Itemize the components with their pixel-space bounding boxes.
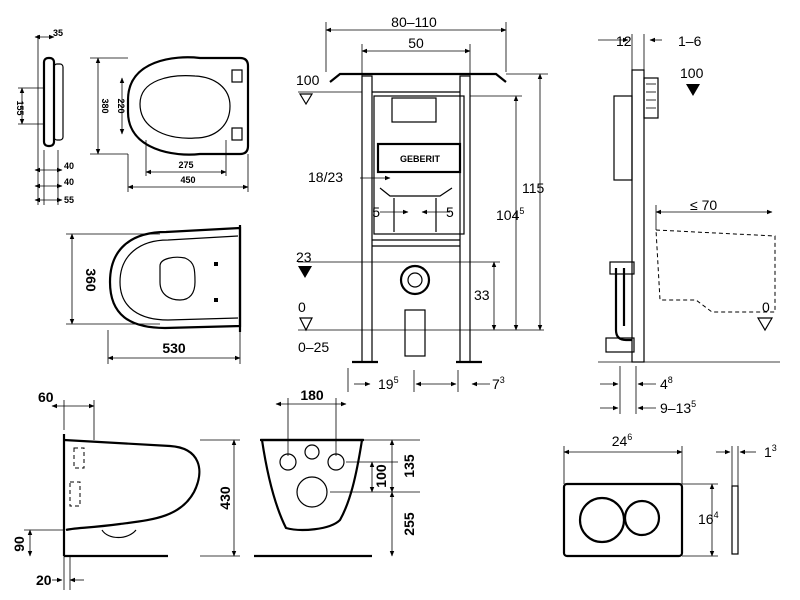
dim-seat-220: 220 [116, 98, 126, 113]
bowl-back-view: 180 100 135 255 [254, 387, 420, 558]
dim-frame-33: 33 [474, 287, 490, 303]
dim-side-4: 48 [660, 375, 673, 392]
dim-bowl-360: 360 [83, 268, 99, 292]
dim-seat-155: 155 [15, 100, 25, 115]
dim-seat-40b: 40 [64, 177, 74, 187]
dim-bowl-back-255: 255 [401, 512, 417, 536]
dim-bowl-back-180: 180 [300, 387, 324, 403]
dim-bowl-side-60: 60 [38, 389, 54, 405]
seat-top-view: 380 220 275 450 [90, 56, 250, 192]
dim-frame-18-23: 18/23 [308, 169, 343, 185]
dim-frame-5a: 5 [372, 204, 380, 220]
dim-frame-0-25: 0–25 [298, 339, 329, 355]
bowl-side-view: 60 430 90 20 [11, 389, 240, 590]
dim-frame-100: 100 [296, 72, 320, 88]
dim-seat-275: 275 [178, 160, 193, 170]
dim-bowl-back-100: 100 [373, 464, 389, 488]
dim-bowl-side-430: 430 [217, 486, 233, 510]
dim-seat-450: 450 [180, 175, 195, 185]
dim-plate-16: 164 [698, 510, 719, 527]
dim-seat-380: 380 [100, 98, 110, 113]
frame-side-view: 12 1–6 100 ≤ 70 0 48 9–135 [598, 33, 780, 416]
flush-plate-view: 246 164 13 [562, 432, 777, 558]
bowl-top-view: 360 530 [66, 225, 242, 364]
dim-side-0: 0 [762, 299, 770, 315]
frame-front-view: 80–110 50 GEBERIT 100 18/23 5 5 [296, 14, 548, 392]
dim-frame-19: 195 [378, 375, 399, 392]
dim-frame-50: 50 [408, 35, 424, 51]
dim-bowl-side-90: 90 [11, 536, 27, 552]
dim-frame-23: 23 [296, 249, 312, 265]
dim-frame-7: 73 [492, 375, 505, 392]
dim-side-12: 12 [616, 33, 632, 49]
dim-bowl-back-135: 135 [401, 454, 417, 478]
dim-seat-40a: 40 [64, 161, 74, 171]
dim-frame-115: 115 [522, 180, 545, 196]
dim-seat-55: 55 [64, 195, 74, 205]
dim-plate-1: 13 [764, 443, 777, 460]
dim-frame-104: 1045 [496, 206, 524, 223]
dim-side-1-6: 1–6 [678, 33, 702, 49]
dim-plate-24: 246 [612, 432, 633, 449]
dim-frame-0: 0 [298, 299, 306, 315]
seat-side-view: 35 155 40 40 55 [15, 28, 74, 205]
dim-bowl-side-20: 20 [36, 572, 52, 588]
brand-label: GEBERIT [400, 154, 441, 164]
dim-frame-5b: 5 [446, 204, 454, 220]
dim-bowl-530: 530 [162, 340, 186, 356]
dim-side-100: 100 [680, 65, 704, 81]
dim-side-9-13: 9–135 [660, 399, 696, 416]
dim-side-70: ≤ 70 [690, 197, 717, 213]
dim-frame-80-110: 80–110 [391, 14, 437, 30]
dim-seat-35: 35 [53, 28, 63, 38]
